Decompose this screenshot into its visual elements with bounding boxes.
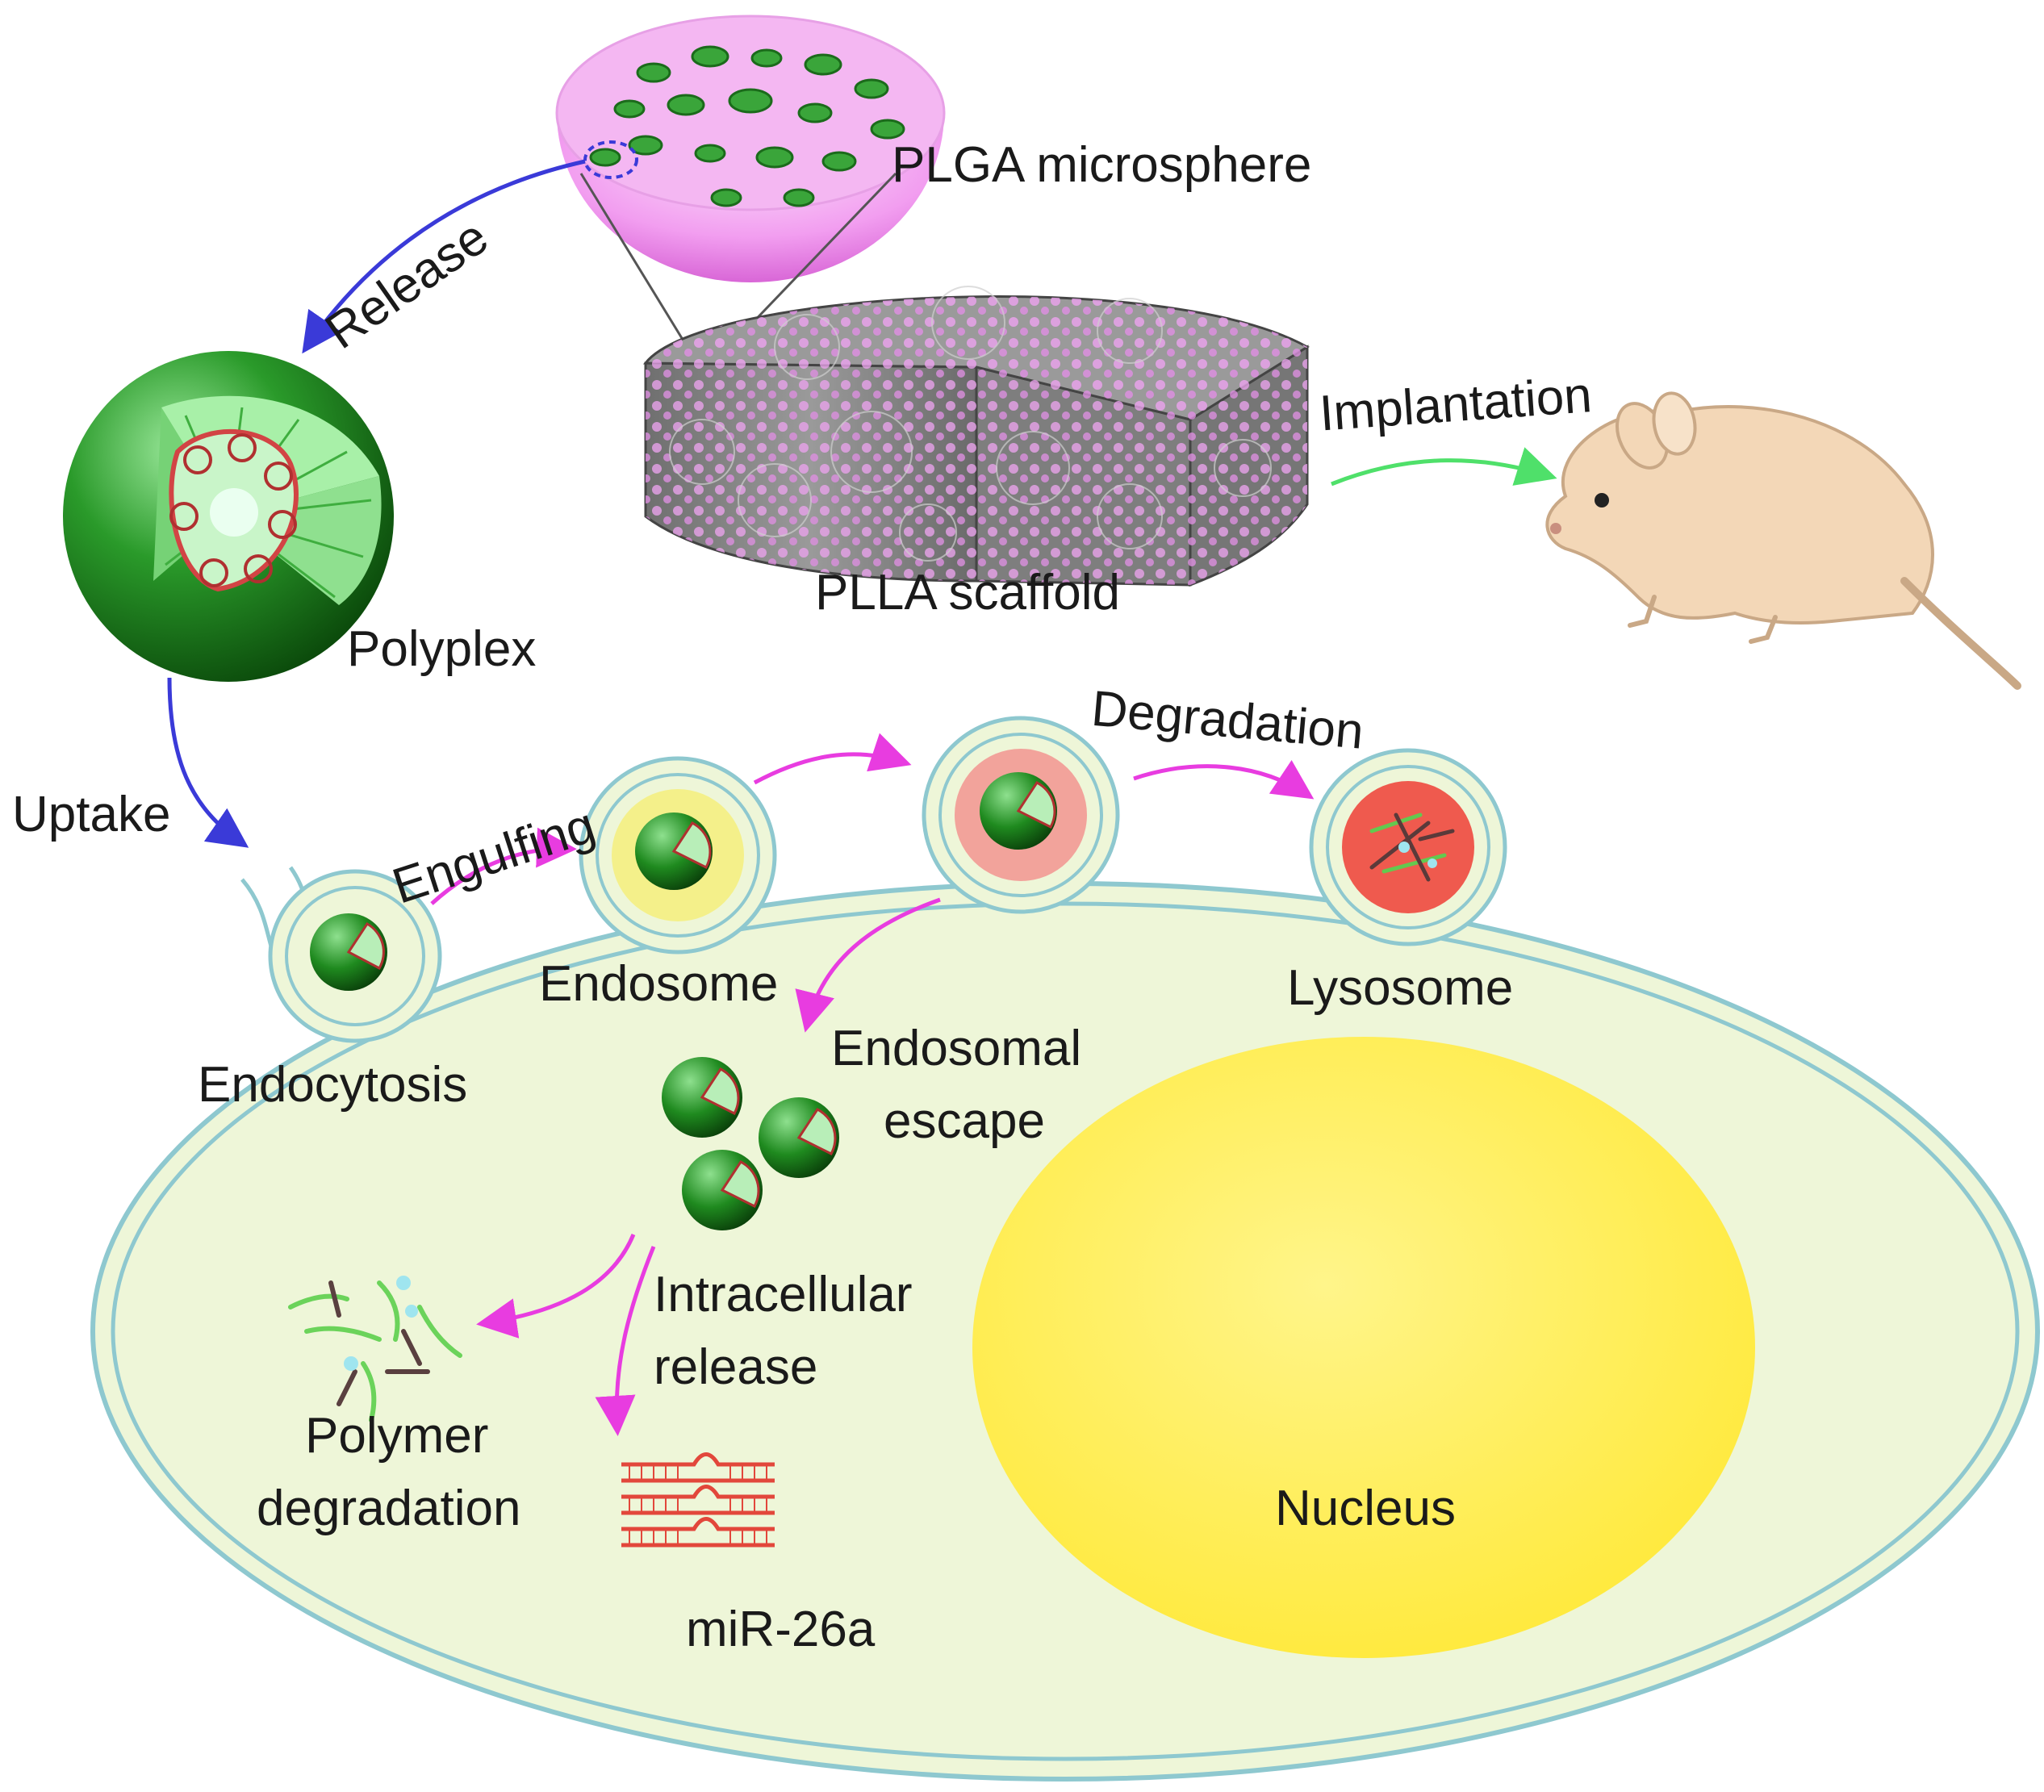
label-endocytosis: Endocytosis — [198, 1057, 467, 1113]
plla-scaffold-icon — [642, 286, 1310, 587]
mouse-icon — [1545, 391, 2021, 690]
label-release: Release — [316, 209, 498, 360]
label-nucleus: Nucleus — [1275, 1481, 1456, 1536]
label-intracellular-release-2: release — [654, 1339, 817, 1395]
label-endosome: Endosome — [539, 956, 778, 1012]
label-implantation: Implantation — [1318, 367, 1594, 441]
label-uptake: Uptake — [12, 787, 170, 842]
escaped-polyplexes — [662, 1057, 839, 1230]
label-engulfing: Engulfing — [386, 797, 601, 915]
label-endosomal-escape-2: escape — [884, 1093, 1045, 1149]
polymer-fragments-icon — [288, 1276, 462, 1422]
uptake-arrow — [167, 677, 249, 848]
label-polymer-degradation-1: Polymer — [305, 1408, 488, 1464]
late-endosome-vesicle — [922, 716, 1120, 914]
intracellular-release-arrow — [595, 1246, 656, 1436]
nucleus — [972, 1037, 1755, 1658]
engulfing-arrow — [430, 827, 577, 905]
polymer-degradation-arrow — [476, 1234, 636, 1339]
endosome-to-late-arrow — [753, 733, 912, 785]
label-plga-microsphere: PLGA microsphere — [892, 137, 1311, 193]
mirna-icon — [621, 1452, 775, 1548]
lysosome-vesicle — [1309, 748, 1507, 946]
release-arrow — [302, 159, 586, 354]
label-plla-scaffold: PLLA scaffold — [815, 565, 1120, 620]
label-polyplex: Polyplex — [347, 621, 536, 677]
implantation-arrow — [1331, 447, 1557, 487]
degradation-arrow — [1133, 760, 1315, 800]
label-endosomal-escape-1: Endosomal — [831, 1021, 1081, 1076]
endocytosis-vesicle — [268, 869, 442, 1043]
polyplex-icon — [63, 351, 394, 682]
label-polymer-degradation-2: degradation — [257, 1481, 521, 1536]
endosomal-escape-arrow — [795, 897, 941, 1033]
label-intracellular-release-1: Intracellular — [654, 1267, 912, 1322]
label-lysosome: Lysosome — [1287, 960, 1513, 1016]
label-mirna: miR-26a — [686, 1602, 876, 1657]
plga-microsphere-icon — [555, 15, 946, 282]
endosome-vesicle — [579, 756, 777, 954]
label-degradation: Degradation — [1089, 681, 1366, 760]
